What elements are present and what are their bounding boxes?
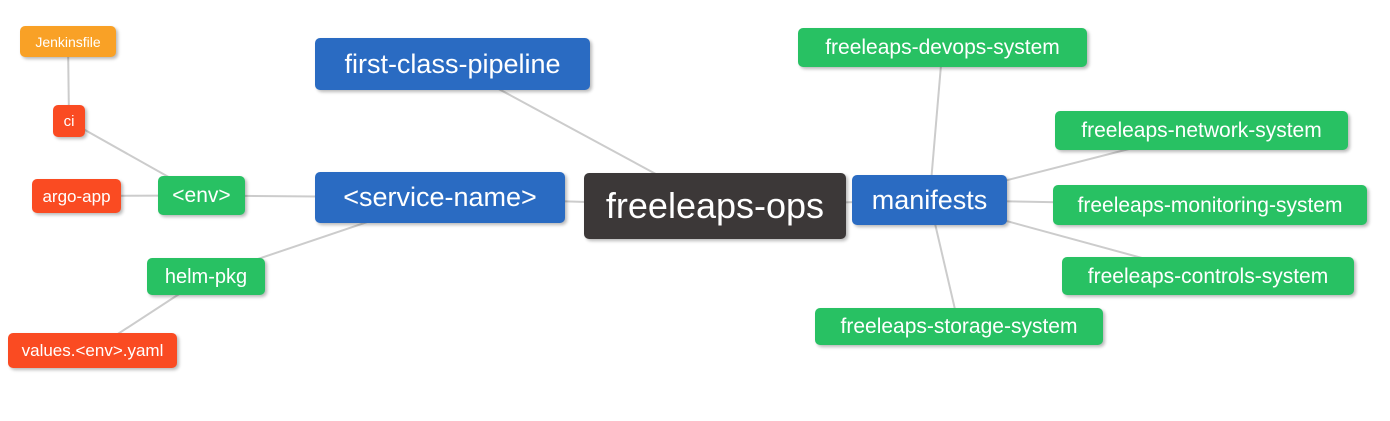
node-env[interactable]: <env> bbox=[158, 176, 245, 215]
node-helm-pkg[interactable]: helm-pkg bbox=[147, 258, 265, 295]
node-freeleaps-devops-system[interactable]: freeleaps-devops-system bbox=[798, 28, 1087, 67]
node-label-env: <env> bbox=[172, 184, 231, 207]
node-ci[interactable]: ci bbox=[53, 105, 85, 137]
node-jenkinsfile[interactable]: Jenkinsfile bbox=[20, 26, 116, 57]
node-freeleaps-ops[interactable]: freeleaps-ops bbox=[584, 173, 846, 239]
node-manifests[interactable]: manifests bbox=[852, 175, 1007, 225]
node-freeleaps-monitoring-system[interactable]: freeleaps-monitoring-system bbox=[1053, 185, 1367, 225]
node-label-freeleaps-monitoring-system: freeleaps-monitoring-system bbox=[1077, 193, 1343, 217]
node-label-freeleaps-storage-system: freeleaps-storage-system bbox=[840, 315, 1078, 338]
node-label-manifests: manifests bbox=[871, 184, 988, 215]
node-first-class-pipeline[interactable]: first-class-pipeline bbox=[315, 38, 590, 90]
node-label-service-name: <service-name> bbox=[343, 182, 537, 212]
node-label-freeleaps-network-system: freeleaps-network-system bbox=[1081, 119, 1322, 142]
node-label-argo-app: argo-app bbox=[42, 186, 111, 206]
node-argo-app[interactable]: argo-app bbox=[32, 179, 121, 213]
node-label-freeleaps-ops: freeleaps-ops bbox=[605, 185, 825, 226]
node-label-first-class-pipeline: first-class-pipeline bbox=[344, 48, 561, 79]
edge-manifests-freeleaps-devops-system bbox=[928, 47, 944, 201]
node-values-env-yaml[interactable]: values.<env>.yaml bbox=[8, 333, 177, 368]
node-label-freeleaps-devops-system: freeleaps-devops-system bbox=[825, 36, 1060, 59]
node-freeleaps-storage-system[interactable]: freeleaps-storage-system bbox=[815, 308, 1103, 345]
node-label-values-env-yaml: values.<env>.yaml bbox=[21, 341, 164, 360]
node-freeleaps-controls-system[interactable]: freeleaps-controls-system bbox=[1062, 257, 1354, 295]
node-label-jenkinsfile: Jenkinsfile bbox=[35, 33, 101, 50]
node-label-helm-pkg: helm-pkg bbox=[164, 265, 248, 288]
node-label-ci: ci bbox=[63, 112, 75, 130]
node-label-freeleaps-controls-system: freeleaps-controls-system bbox=[1087, 264, 1329, 288]
node-freeleaps-network-system[interactable]: freeleaps-network-system bbox=[1055, 111, 1348, 150]
node-service-name[interactable]: <service-name> bbox=[315, 172, 565, 223]
